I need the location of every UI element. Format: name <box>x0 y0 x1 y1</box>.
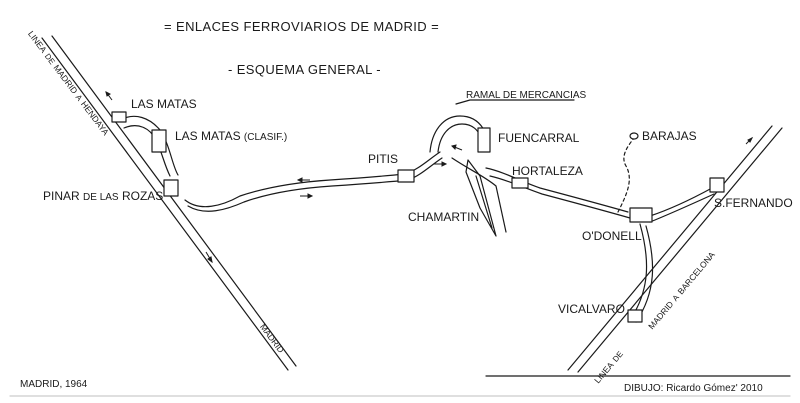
line-hortaleza-odonell <box>485 167 631 219</box>
station-fuencarral: FUENCARRAL <box>498 131 580 145</box>
station-pitis: PITIS <box>368 152 399 166</box>
date-note: MADRID, 1964 <box>20 379 88 390</box>
station-pinar-de-las-rozas: PINAR DE LAS ROZAS <box>43 189 164 203</box>
barajas-branch <box>617 137 635 213</box>
station-las-matas: LAS MATAS <box>131 97 197 111</box>
line-madrid-barcelona <box>567 125 783 373</box>
station-barajas: BARAJAS <box>642 129 697 143</box>
drawing-credit: DIBUJO: Ricardo Gómez' 2010 <box>624 383 763 394</box>
label-ramal-mercancias: RAMAL DE MERCANCIAS <box>466 90 587 101</box>
station-s-fernando: S.FERNANDO <box>714 196 793 210</box>
station-odonell: O'DONELL <box>582 229 642 243</box>
line-madrid-hendaya <box>41 35 297 371</box>
station-chamartin: CHAMARTIN <box>408 210 480 224</box>
line-odonell-sfernando <box>649 187 715 223</box>
station-las-matas-clasif: LAS MATAS (CLASIF.) <box>175 129 288 143</box>
station-vicalvaro: VICALVARO <box>558 302 625 316</box>
station-hortaleza: HORTALEZA <box>512 164 583 178</box>
map-subtitle: - ESQUEMA GENERAL - <box>228 62 382 77</box>
map-title: = ENLACES FERROVIARIOS DE MADRID = <box>164 19 440 34</box>
